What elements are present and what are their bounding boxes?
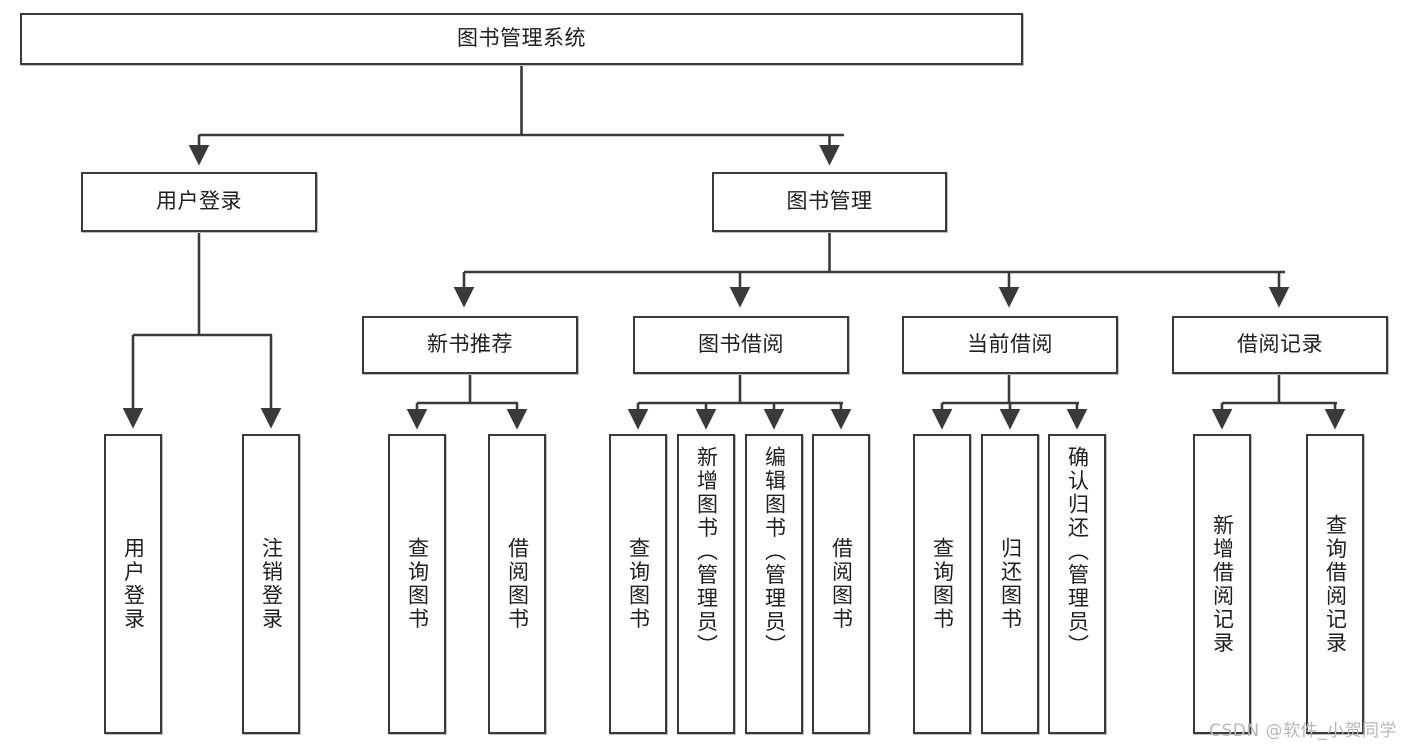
csdn-watermark: CSDN @软件_小贺同学	[1209, 721, 1397, 741]
node-leaf-return-book-label: 归还图书	[998, 537, 1023, 631]
node-leaf-user-login[interactable]: 用户登录	[104, 434, 162, 734]
node-user-login[interactable]: 用户登录	[81, 172, 317, 232]
node-leaf-add-book-label: 新增图书（管理员）	[694, 446, 719, 658]
node-leaf-confirm-return-label: 确认归还（管理员）	[1065, 446, 1090, 658]
node-current-borrow[interactable]: 当前借阅	[902, 316, 1118, 374]
node-leaf-user-login-label: 用户登录	[121, 537, 146, 631]
node-borrow-record[interactable]: 借阅记录	[1172, 316, 1388, 374]
node-leaf-return-book[interactable]: 归还图书	[981, 434, 1039, 734]
node-root[interactable]: 图书管理系统	[20, 13, 1023, 65]
node-leaf-borrow-book-1[interactable]: 借阅图书	[488, 434, 546, 734]
node-leaf-query-book-1[interactable]: 查询图书	[388, 434, 446, 734]
node-book-borrow[interactable]: 图书借阅	[633, 316, 849, 374]
node-book-manage-label: 图书管理	[786, 189, 873, 214]
node-leaf-user-logout[interactable]: 注销登录	[242, 434, 300, 734]
node-book-borrow-label: 图书借阅	[698, 332, 784, 357]
node-leaf-borrow-book-2-label: 借阅图书	[829, 537, 854, 631]
node-new-book-recommend-label: 新书推荐	[427, 332, 513, 357]
node-leaf-borrow-book-2[interactable]: 借阅图书	[812, 434, 870, 734]
node-borrow-record-label: 借阅记录	[1237, 332, 1323, 357]
node-leaf-borrow-book-1-label: 借阅图书	[505, 537, 530, 631]
node-leaf-add-book[interactable]: 新增图书（管理员）	[677, 434, 735, 734]
node-root-label: 图书管理系统	[457, 26, 586, 51]
node-current-borrow-label: 当前借阅	[967, 332, 1053, 357]
node-leaf-query-book-2[interactable]: 查询图书	[609, 434, 667, 734]
node-leaf-confirm-return[interactable]: 确认归还（管理员）	[1048, 434, 1106, 734]
node-leaf-query-record-label: 查询借阅记录	[1323, 513, 1348, 655]
node-leaf-query-book-2-label: 查询图书	[626, 537, 651, 631]
node-leaf-query-book-3-label: 查询图书	[930, 537, 955, 631]
node-leaf-query-book-3[interactable]: 查询图书	[913, 434, 971, 734]
node-book-manage[interactable]: 图书管理	[712, 172, 947, 232]
node-new-book-recommend[interactable]: 新书推荐	[362, 316, 578, 374]
node-leaf-query-book-1-label: 查询图书	[405, 537, 430, 631]
node-leaf-add-record[interactable]: 新增借阅记录	[1193, 434, 1251, 734]
node-leaf-user-logout-label: 注销登录	[259, 537, 284, 631]
node-leaf-add-record-label: 新增借阅记录	[1210, 513, 1235, 655]
node-leaf-edit-book[interactable]: 编辑图书（管理员）	[745, 434, 803, 734]
node-leaf-query-record[interactable]: 查询借阅记录	[1306, 434, 1364, 734]
node-leaf-edit-book-label: 编辑图书（管理员）	[762, 446, 787, 658]
node-user-login-label: 用户登录	[156, 189, 242, 214]
